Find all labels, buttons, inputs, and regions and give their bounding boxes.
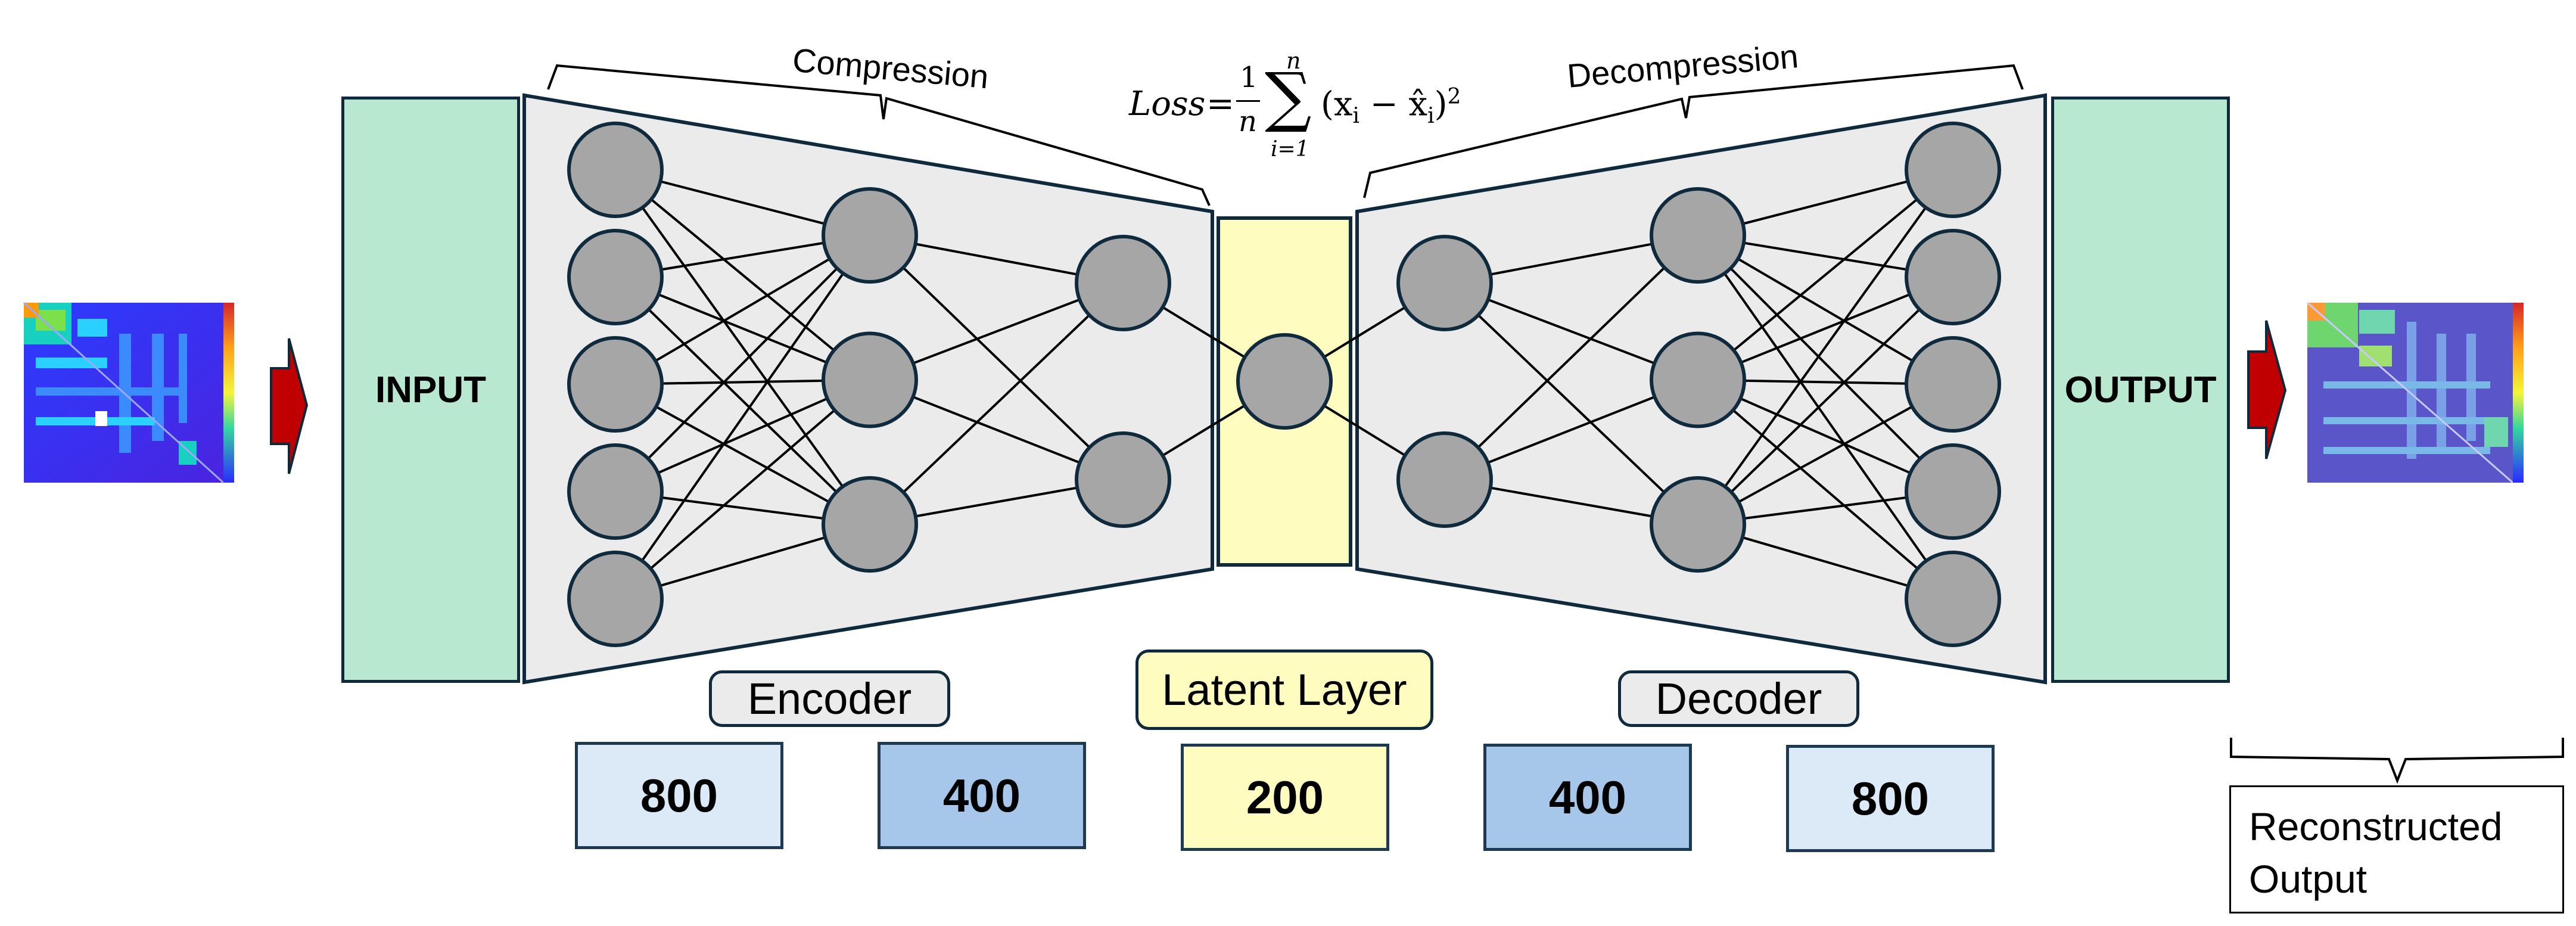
network-node bbox=[822, 187, 918, 284]
network-node bbox=[1905, 551, 2001, 647]
network-node bbox=[567, 551, 664, 647]
network-node bbox=[1396, 431, 1493, 528]
layer-size-label: 800 bbox=[640, 769, 718, 822]
network-edge bbox=[1443, 282, 1699, 526]
output-box: OUTPUT bbox=[2051, 97, 2230, 683]
network-node bbox=[1905, 336, 2001, 433]
network-edge bbox=[1697, 234, 1954, 493]
loss-sum-lower: i=1 bbox=[1271, 137, 1309, 161]
network-edge bbox=[1697, 169, 1954, 526]
loss-sum-symbol: ∑ bbox=[1265, 58, 1312, 135]
loss-frac-num: 1 bbox=[1240, 61, 1258, 94]
reconstructed-line-2: Output bbox=[2249, 857, 2367, 901]
network-node bbox=[1650, 187, 1746, 284]
layer-size-label: 800 bbox=[1851, 772, 1930, 825]
loss-sub-i: i bbox=[1352, 103, 1359, 128]
network-node bbox=[1396, 235, 1493, 331]
network-node bbox=[822, 331, 918, 428]
network-edge bbox=[614, 234, 871, 493]
network-node bbox=[1905, 122, 2001, 218]
layer-size-box: 200 bbox=[1181, 744, 1389, 851]
loss-close: ) bbox=[1434, 85, 1448, 124]
network-edge bbox=[869, 234, 1124, 481]
layer-size-box: 400 bbox=[878, 742, 1086, 849]
output-heatmap-icon bbox=[2307, 302, 2524, 484]
layer-size-box: 400 bbox=[1483, 744, 1692, 851]
network-edge bbox=[614, 234, 871, 600]
loss-minus: − bbox=[1359, 85, 1409, 124]
encoder-label: Encoder bbox=[747, 674, 912, 723]
input-label: INPUT bbox=[375, 369, 486, 411]
network-node bbox=[567, 229, 664, 325]
loss-sum-upper: n bbox=[1286, 48, 1301, 74]
network-node bbox=[567, 122, 664, 218]
network-edge bbox=[1697, 169, 1954, 381]
layer-size-box: 800 bbox=[1786, 745, 1995, 852]
loss-formula: Loss = 1 n n ∑ i=1 (xi − x̂i)2 bbox=[1129, 48, 1463, 167]
input-arrow-icon bbox=[270, 338, 309, 474]
loss-power: 2 bbox=[1447, 85, 1461, 109]
reconstructed-output-caption: Reconstructed Output bbox=[2229, 785, 2564, 913]
network-edge bbox=[614, 378, 871, 600]
network-edge bbox=[614, 169, 871, 381]
network-edge bbox=[614, 276, 871, 526]
network-edge bbox=[1697, 276, 1954, 526]
network-node bbox=[567, 443, 664, 540]
network-node bbox=[1650, 331, 1746, 428]
output-arrow-icon bbox=[2247, 320, 2287, 459]
network-edge bbox=[1697, 383, 1953, 526]
network-edge bbox=[1697, 234, 1954, 386]
network-node bbox=[1075, 431, 1171, 528]
loss-equals: = bbox=[1206, 85, 1234, 123]
network-edge bbox=[1697, 378, 1954, 600]
encoder-pill: Encoder bbox=[709, 670, 950, 727]
network-node bbox=[822, 476, 918, 573]
network-node bbox=[1075, 235, 1171, 331]
network-node bbox=[567, 336, 664, 433]
network-edge bbox=[1697, 234, 1954, 600]
loss-term-open: (x bbox=[1321, 85, 1353, 124]
decompression-brace bbox=[1363, 64, 2024, 198]
input-heatmap-icon bbox=[23, 302, 234, 484]
network-edge bbox=[869, 282, 1124, 526]
output-label: OUTPUT bbox=[2064, 369, 2217, 411]
loss-sub-i2: i bbox=[1427, 103, 1435, 128]
latent-label: Latent Layer bbox=[1162, 665, 1407, 714]
network-edge bbox=[1443, 234, 1699, 481]
layer-size-box: 800 bbox=[575, 742, 783, 849]
layer-size-label: 400 bbox=[1548, 770, 1627, 824]
network-edge bbox=[614, 169, 871, 526]
loss-frac-den: n bbox=[1239, 105, 1257, 138]
loss-frac-bar bbox=[1236, 100, 1260, 102]
input-box: INPUT bbox=[341, 97, 520, 683]
loss-lhs: Loss bbox=[1129, 85, 1206, 123]
network-node bbox=[1905, 229, 2001, 325]
network-node bbox=[1236, 333, 1333, 430]
loss-xhat: x̂ bbox=[1408, 85, 1428, 124]
network-node bbox=[1650, 476, 1746, 573]
decoder-label: Decoder bbox=[1655, 674, 1822, 723]
decoder-pill: Decoder bbox=[1618, 670, 1859, 727]
reconstructed-brace bbox=[2230, 738, 2564, 784]
loss-term: (xi − x̂i)2 bbox=[1321, 85, 1461, 128]
reconstructed-line-1: Reconstructed bbox=[2249, 804, 2503, 849]
layer-size-label: 400 bbox=[942, 769, 1021, 822]
compression-brace bbox=[547, 64, 1211, 206]
network-node bbox=[1905, 443, 2001, 540]
network-edge bbox=[614, 234, 871, 386]
network-edge bbox=[615, 383, 870, 526]
latent-pill: Latent Layer bbox=[1135, 650, 1433, 730]
network-nodes bbox=[567, 122, 2001, 647]
layer-size-label: 200 bbox=[1246, 770, 1324, 824]
